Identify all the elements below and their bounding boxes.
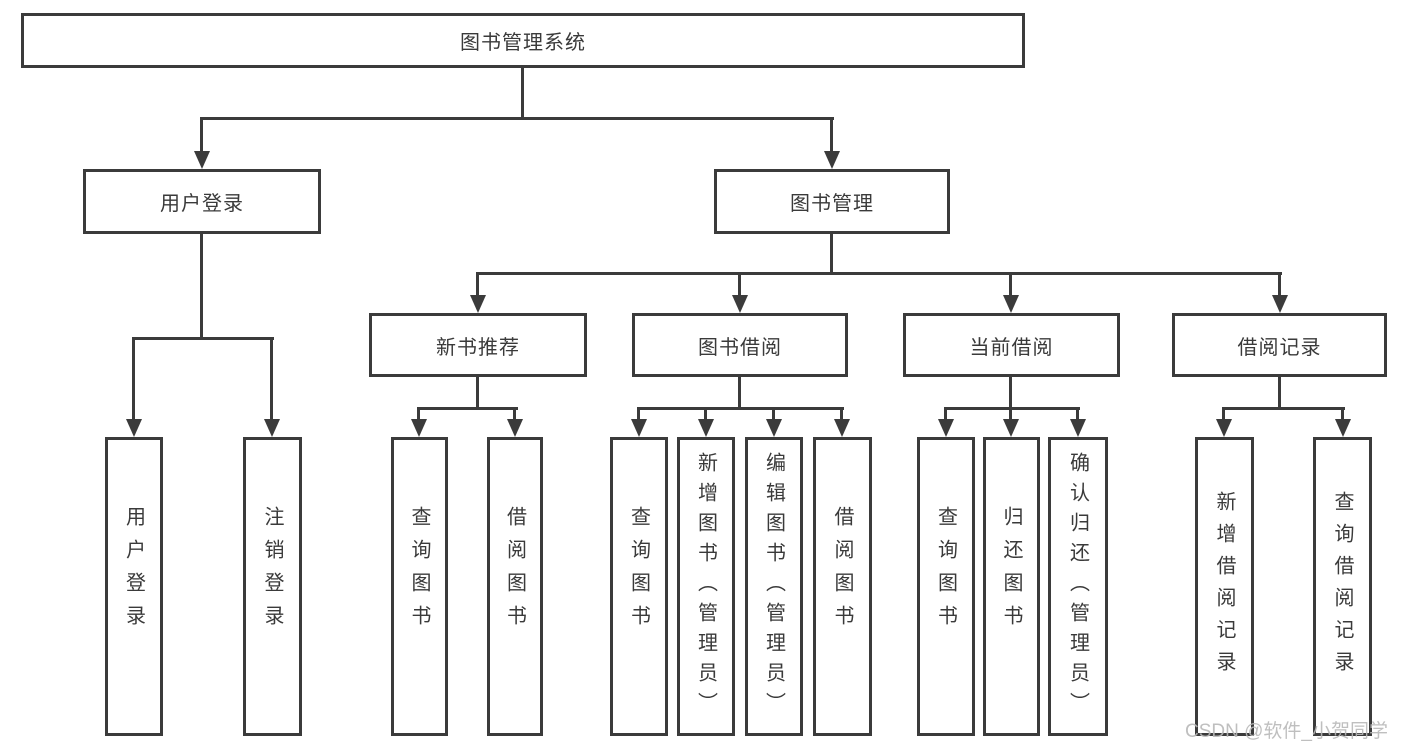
leaf-query-book-3-label: 查询图书 bbox=[934, 505, 957, 638]
connector-to-section-1 bbox=[476, 272, 479, 300]
node-current-borrow-label: 当前借阅 bbox=[969, 336, 1054, 359]
node-user-login-label: 用户登录 bbox=[160, 193, 244, 215]
leaf-edit-book-admin-label: 编辑图书（管理员） bbox=[762, 451, 785, 722]
connector-to-login-leaf-1 bbox=[132, 337, 135, 425]
connector-root-stub bbox=[521, 66, 524, 119]
leaf-query-book-3: 查询图书 bbox=[917, 437, 975, 736]
node-root: 图书管理系统 bbox=[21, 13, 1025, 68]
connector-section1-stub bbox=[476, 375, 479, 409]
connector-to-login bbox=[200, 117, 203, 157]
connector-leaf bbox=[1222, 407, 1225, 425]
connector-section3-tee bbox=[944, 407, 1080, 410]
node-borrow-records-label: 借阅记录 bbox=[1237, 336, 1322, 359]
connector-section4-stub bbox=[1278, 375, 1281, 409]
connector-root-branch bbox=[200, 117, 834, 120]
connector-leaf bbox=[704, 407, 707, 425]
connector-mgmt-stub bbox=[830, 231, 833, 274]
leaf-return-book: 归还图书 bbox=[983, 437, 1040, 736]
node-book-mgmt: 图书管理 bbox=[714, 169, 950, 234]
leaf-edit-book-admin: 编辑图书（管理员） bbox=[745, 437, 803, 736]
connector-leaf bbox=[944, 407, 947, 425]
arrow-down-icon bbox=[766, 419, 782, 437]
leaf-query-borrow-record-label: 查询借阅记录 bbox=[1331, 490, 1353, 683]
connector-login-tee bbox=[132, 337, 274, 340]
connector-section2-stub bbox=[738, 375, 741, 409]
leaf-borrow-book-2: 借阅图书 bbox=[813, 437, 872, 736]
leaf-query-book-2-label: 查询图书 bbox=[627, 505, 650, 638]
arrow-down-icon bbox=[1070, 419, 1086, 437]
leaf-query-book-2: 查询图书 bbox=[610, 437, 668, 736]
node-new-book-recommend: 新书推荐 bbox=[369, 313, 587, 377]
connector-to-mgmt bbox=[830, 117, 833, 157]
leaf-add-book-admin-label: 新增图书（管理员） bbox=[694, 451, 717, 722]
leaf-query-book-1: 查询图书 bbox=[391, 437, 448, 736]
arrow-down-icon bbox=[1272, 295, 1288, 313]
node-root-label: 图书管理系统 bbox=[460, 32, 586, 54]
arrow-down-icon bbox=[126, 419, 142, 437]
leaf-logout: 注销登录 bbox=[243, 437, 302, 736]
connector-to-login-leaf-2 bbox=[270, 337, 273, 425]
connector-to-section-2 bbox=[738, 272, 741, 300]
leaf-borrow-book-1: 借阅图书 bbox=[487, 437, 543, 736]
node-current-borrow: 当前借阅 bbox=[903, 313, 1120, 377]
arrow-down-icon bbox=[411, 419, 427, 437]
connector-to-section-3 bbox=[1009, 272, 1012, 300]
connector-to-section-4 bbox=[1278, 272, 1281, 300]
leaf-user-login: 用户登录 bbox=[105, 437, 163, 736]
connector-section2-tee bbox=[637, 407, 844, 410]
arrow-down-icon bbox=[507, 419, 523, 437]
arrow-down-icon bbox=[631, 419, 647, 437]
connector-leaf bbox=[1341, 407, 1344, 425]
connector-leaf bbox=[417, 407, 420, 425]
arrow-down-icon bbox=[698, 419, 714, 437]
leaf-query-book-1-label: 查询图书 bbox=[408, 505, 430, 638]
arrow-down-icon bbox=[470, 295, 486, 313]
leaf-add-book-admin: 新增图书（管理员） bbox=[677, 437, 735, 736]
leaf-user-login-label: 用户登录 bbox=[122, 505, 145, 638]
leaf-add-borrow-record: 新增借阅记录 bbox=[1195, 437, 1254, 736]
connector-leaf bbox=[1009, 407, 1012, 425]
arrow-down-icon bbox=[1003, 419, 1019, 437]
arrow-down-icon bbox=[194, 151, 210, 169]
arrow-down-icon bbox=[264, 419, 280, 437]
connector-section4-tee bbox=[1222, 407, 1345, 410]
arrow-down-icon bbox=[938, 419, 954, 437]
node-book-borrow: 图书借阅 bbox=[632, 313, 848, 377]
connector-leaf bbox=[513, 407, 516, 425]
leaf-borrow-book-1-label: 借阅图书 bbox=[503, 505, 526, 638]
connector-mgmt-tee bbox=[476, 272, 1282, 275]
connector-leaf bbox=[1076, 407, 1079, 425]
node-new-book-recommend-label: 新书推荐 bbox=[436, 336, 520, 359]
arrow-down-icon bbox=[1216, 419, 1232, 437]
connector-leaf bbox=[637, 407, 640, 425]
leaf-confirm-return-admin-label: 确认归还（管理员） bbox=[1066, 451, 1089, 722]
connector-section1-tee bbox=[417, 407, 518, 410]
leaf-logout-label: 注销登录 bbox=[261, 505, 283, 638]
arrow-down-icon bbox=[824, 151, 840, 169]
node-book-mgmt-label: 图书管理 bbox=[790, 193, 874, 215]
connector-leaf bbox=[840, 407, 843, 425]
arrow-down-icon bbox=[1335, 419, 1351, 437]
arrow-down-icon bbox=[1003, 295, 1019, 313]
arrow-down-icon bbox=[732, 295, 748, 313]
leaf-query-borrow-record: 查询借阅记录 bbox=[1313, 437, 1372, 736]
leaf-add-borrow-record-label: 新增借阅记录 bbox=[1213, 490, 1235, 683]
node-borrow-records: 借阅记录 bbox=[1172, 313, 1387, 377]
node-user-login: 用户登录 bbox=[83, 169, 321, 234]
csdn-watermark: CSDN @软件_小贺同学 bbox=[1185, 721, 1388, 742]
node-book-borrow-label: 图书借阅 bbox=[698, 336, 782, 359]
leaf-return-book-label: 归还图书 bbox=[1000, 505, 1022, 638]
leaf-confirm-return-admin: 确认归还（管理员） bbox=[1048, 437, 1108, 736]
connector-login-stub bbox=[200, 231, 203, 339]
leaf-borrow-book-2-label: 借阅图书 bbox=[831, 505, 853, 638]
arrow-down-icon bbox=[834, 419, 850, 437]
connector-section3-stub bbox=[1009, 375, 1012, 409]
connector-leaf bbox=[772, 407, 775, 425]
